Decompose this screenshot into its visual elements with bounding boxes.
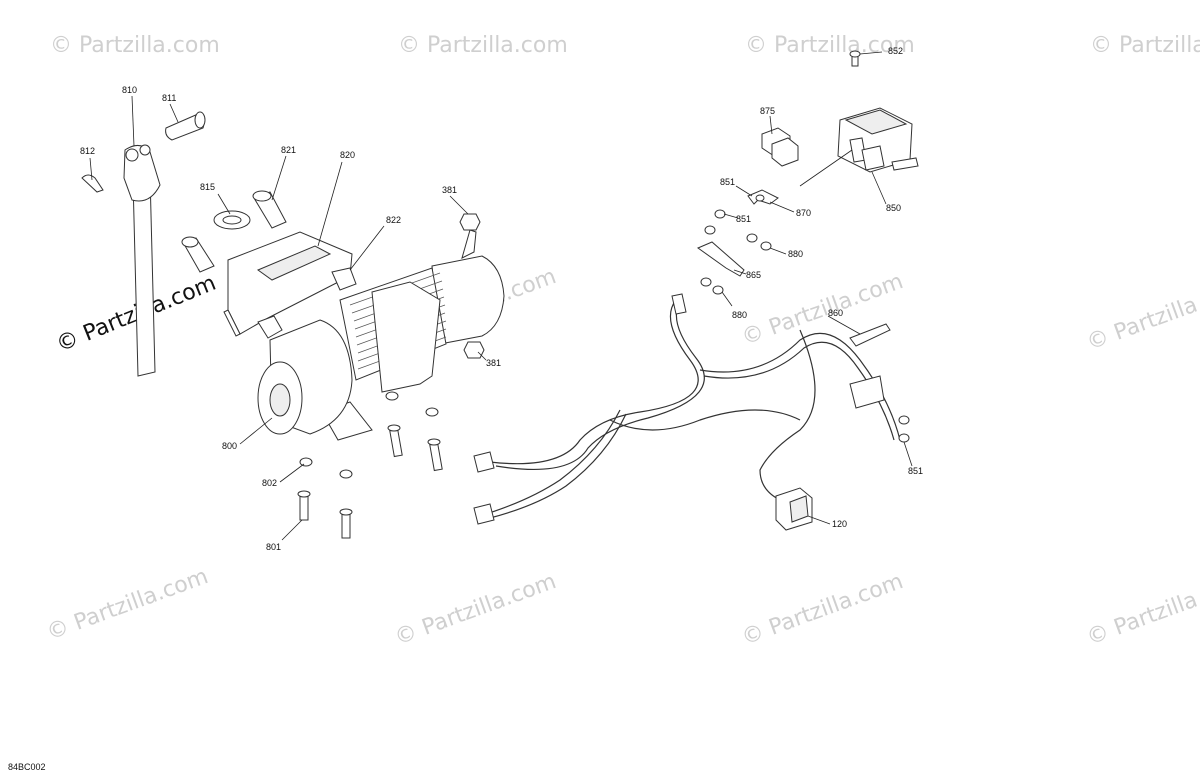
callout-802: 802 bbox=[262, 478, 277, 488]
callout-822: 822 bbox=[386, 215, 401, 225]
callout-880-lower: 880 bbox=[732, 310, 747, 320]
leader-lines bbox=[89, 51, 913, 541]
callout-865: 865 bbox=[746, 270, 761, 280]
callout-850: 850 bbox=[886, 203, 901, 213]
watermark: © Partzilla.com bbox=[1084, 569, 1200, 651]
callout-851-middle: 851 bbox=[736, 214, 751, 224]
callout-852: 852 bbox=[888, 46, 903, 56]
callout-851-upper: 851 bbox=[720, 177, 735, 187]
watermark: © Partzilla.com bbox=[739, 269, 907, 351]
callout-860: 860 bbox=[828, 308, 843, 318]
watermark: © Partzilla.com bbox=[745, 33, 915, 58]
callout-821: 821 bbox=[281, 145, 296, 155]
callout-381-top: 381 bbox=[442, 185, 457, 195]
callout-820: 820 bbox=[340, 150, 355, 160]
fairlead-bracket bbox=[181, 190, 357, 339]
callout-120: 120 bbox=[832, 519, 847, 529]
callout-801: 801 bbox=[266, 542, 281, 552]
hook-assembly bbox=[81, 111, 206, 377]
callout-880-upper: 880 bbox=[788, 249, 803, 259]
callout-800: 800 bbox=[222, 441, 237, 451]
watermark: © Partzilla.com bbox=[1084, 274, 1200, 356]
callout-labels: 810 811 812 815 821 820 822 381 381 800 … bbox=[80, 46, 923, 552]
wiring-harness bbox=[473, 293, 910, 531]
callout-381-bottom: 381 bbox=[486, 358, 501, 368]
callout-812: 812 bbox=[80, 146, 95, 156]
watermark: © Partzilla.com bbox=[392, 569, 560, 651]
relay bbox=[761, 127, 799, 167]
watermark: © Partzilla.com bbox=[739, 569, 907, 651]
winch-body bbox=[257, 229, 505, 441]
watermark: © Partzilla.com bbox=[44, 564, 212, 646]
callout-811: 811 bbox=[162, 93, 176, 103]
callout-810: 810 bbox=[122, 85, 137, 95]
diagram-code: 84BC002 bbox=[8, 762, 46, 772]
watermark: © Partzilla.com bbox=[50, 33, 220, 58]
callout-870: 870 bbox=[796, 208, 811, 218]
contactor bbox=[837, 50, 919, 173]
winch-fasteners bbox=[297, 213, 485, 539]
callout-851-lower: 851 bbox=[908, 466, 923, 476]
watermark-layer: © Partzilla.com © Partzilla.com © Partzi… bbox=[44, 33, 1200, 651]
callout-875: 875 bbox=[760, 106, 775, 116]
callout-815: 815 bbox=[200, 182, 215, 192]
brackets bbox=[696, 189, 779, 295]
watermark: © Partzilla.com bbox=[1090, 33, 1200, 58]
watermark: © Partzilla.com bbox=[398, 33, 568, 58]
